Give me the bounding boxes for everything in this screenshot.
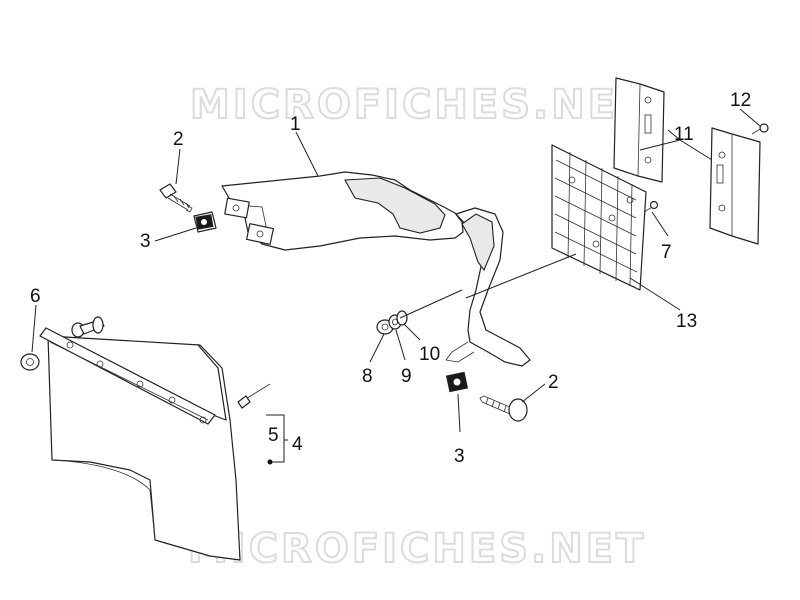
part-2-bolt-top [159, 183, 193, 213]
callout-2-bottom: 2 [548, 372, 559, 393]
callout-7: 7 [661, 242, 672, 263]
callout-6: 6 [30, 286, 41, 307]
callout-2-top: 2 [173, 129, 184, 150]
part-10-washer [396, 310, 408, 326]
part-12-screw [751, 123, 769, 135]
part-11-reflector-right [709, 127, 761, 245]
part-4-mudflap [39, 327, 241, 561]
callout-5: 5 [268, 425, 279, 446]
callout-8: 8 [362, 366, 373, 387]
callout-13: 13 [676, 311, 697, 332]
callout-3-top: 3 [140, 231, 151, 252]
watermark-bottom: MICROFICHES.NET [188, 526, 646, 572]
callout-11: 11 [674, 124, 694, 145]
callout-1: 1 [290, 114, 301, 135]
part-3-clip-nut-bottom [445, 371, 469, 393]
callout-9: 9 [401, 366, 412, 387]
callout-12: 12 [730, 90, 751, 111]
callout-3-bottom: 3 [454, 446, 465, 467]
part-3-clip-nut-top [193, 211, 217, 233]
part-7-screw [643, 200, 659, 213]
part-1-fender-bracket [221, 171, 531, 367]
callout-4: 4 [292, 434, 303, 455]
part-5-rivet [237, 383, 271, 409]
watermark-top: MICROFICHES.NET [190, 82, 648, 128]
callout-10: 10 [419, 344, 440, 365]
part-6-nut [20, 353, 40, 371]
mudflap-bolt [71, 316, 105, 338]
part-2-bolt-bottom [479, 395, 528, 422]
part-11-reflector-left [613, 77, 665, 183]
leader-lines [31, 108, 761, 465]
